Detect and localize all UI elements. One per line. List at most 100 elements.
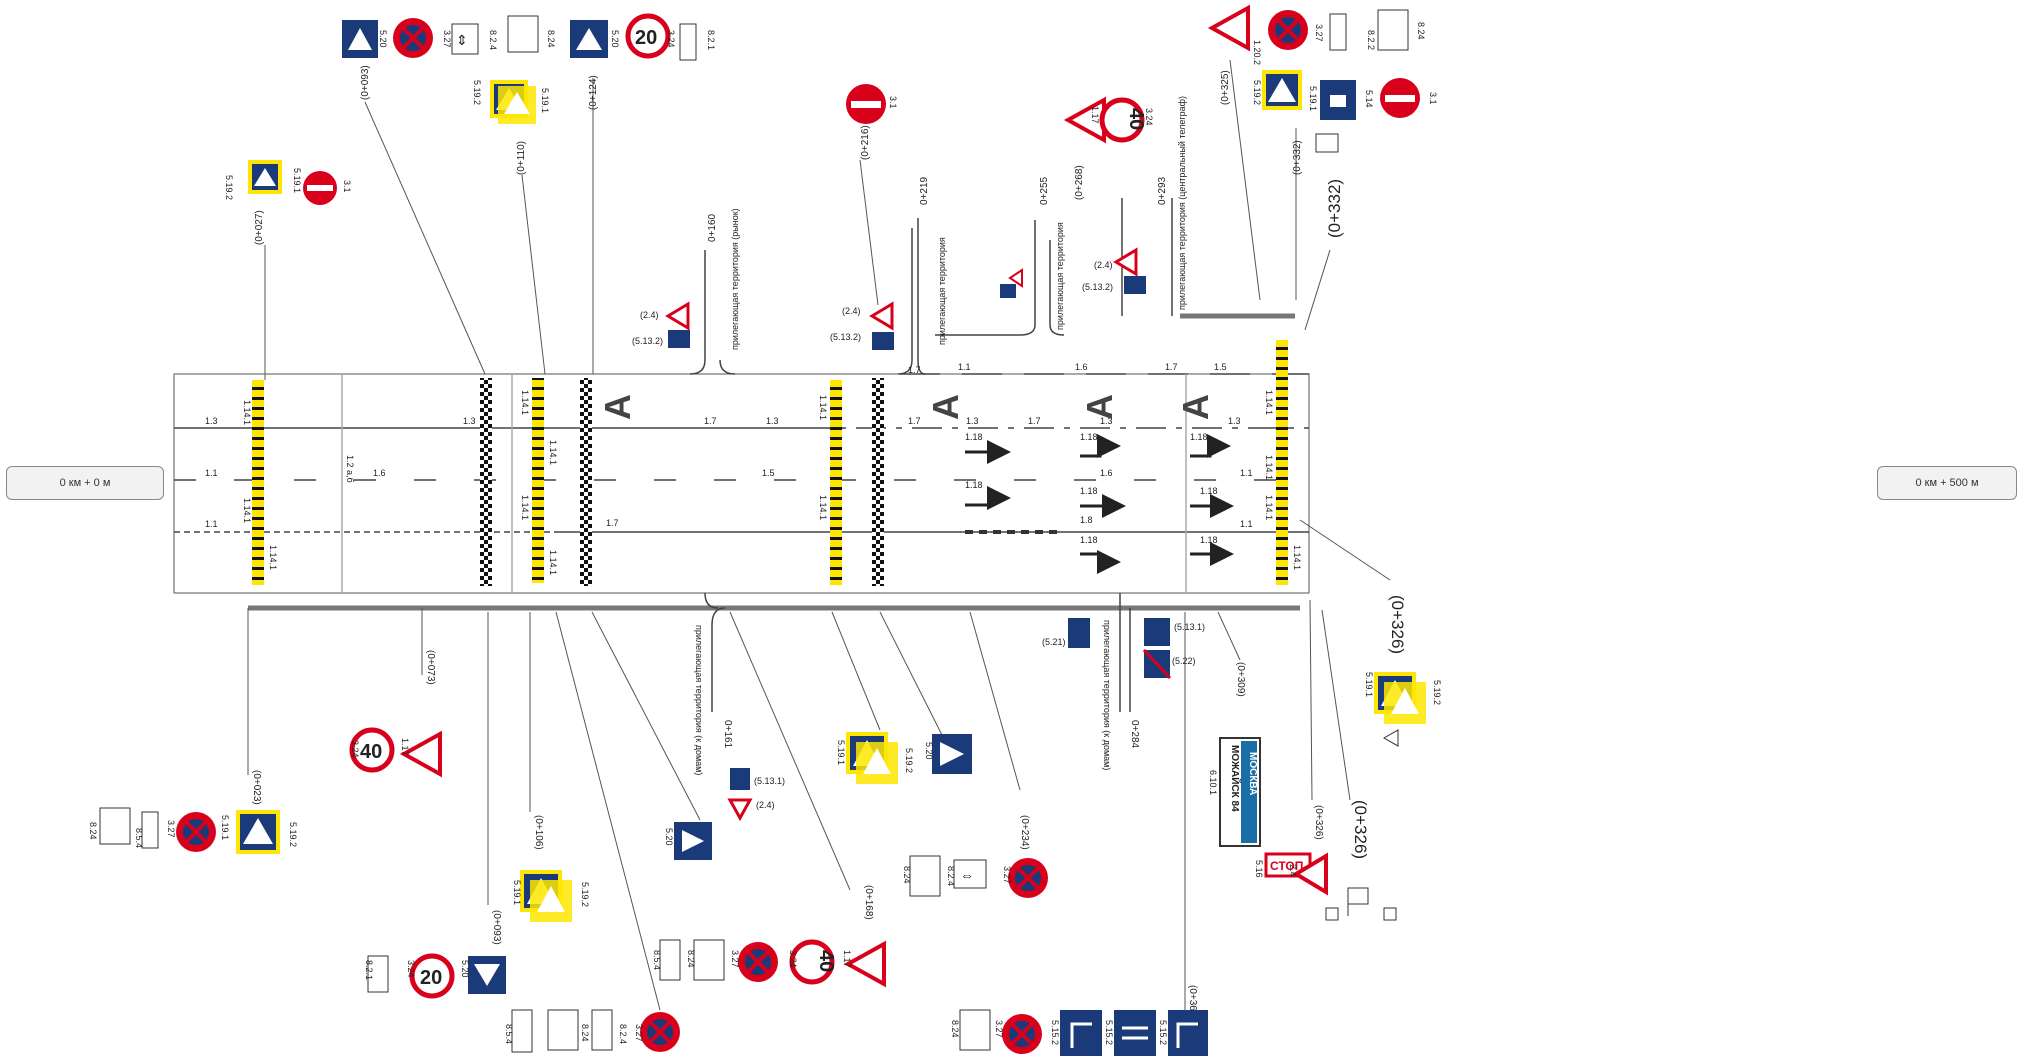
svg-text:5.16: 5.16 [1254,860,1264,878]
chainage-label: 0+293 [1157,176,1168,205]
chainage-label: (0+332) [1292,140,1303,175]
chainage-label: (0+073) [425,650,436,685]
svg-text:2.4: 2.4 [1288,864,1298,877]
checker-2 [580,378,592,586]
zebra-label: 1.14.1 [1264,495,1274,520]
svg-text:3.27: 3.27 [730,950,740,968]
lane-label: 1.18 [1190,432,1208,442]
chainage-bottom: (0+023) (0+073) (0+093) (0+106) 0+161 (0… [251,595,1407,1020]
chainage-label: (0+106) [533,815,544,850]
chainage-label: (0+326) [1388,595,1407,654]
lane-label: 1.18 [1080,486,1098,496]
km-marker-end: 0 км + 500 м [1877,466,2017,500]
svg-text:(5.13.2): (5.13.2) [830,332,861,342]
lane-label: 1.18 [1080,432,1098,442]
lane-label: 1.18 [1080,535,1098,545]
zebra-label: 1.14.1 [548,440,558,465]
svg-text:5.20: 5.20 [610,30,620,48]
zebra-label: 1.14.1 [1264,390,1274,415]
svg-text:⇔: ⇔ [960,867,974,883]
speed-limit-sign-icon [349,727,395,773]
tow-truck-plate-icon [959,1009,991,1051]
svg-text:8.24: 8.24 [88,822,98,840]
territory-label: прилегающая территория [1055,222,1065,330]
chainage-label: (0+325) [1220,70,1231,105]
bus-lane-letters: A A A A [597,394,1216,420]
chainage-label: 0+161 [722,720,733,749]
checker-3 [872,378,884,586]
lane-label: 1.1 [205,468,218,478]
tow-truck-plate-icon [693,939,725,981]
svg-text:5.20: 5.20 [378,30,388,48]
svg-text:МОЖАЙСК 84: МОЖАЙСК 84 [1229,745,1242,812]
zebra-4 [1276,340,1288,585]
sign-group-0093-bottom2: 8.5.4 8.24 8.2.4 3.27 [504,1009,680,1053]
speed-limit-sign-icon [409,953,455,999]
svg-text:6.10.1: 6.10.1 [1208,770,1218,795]
svg-text:3.27: 3.27 [1002,866,1012,884]
svg-text:3.24: 3.24 [406,960,416,978]
tow-truck-plate-icon [507,15,539,53]
lane-label: 1.5 [762,468,775,478]
svg-text:3.24: 3.24 [666,30,676,48]
sign-group-0023: 8.24 3.27 8.5.4 5.19.1 5.19.2 [88,807,298,854]
svg-text:8.24: 8.24 [1416,22,1426,40]
checker-1 [480,378,492,586]
svg-text:8.2.1: 8.2.1 [364,960,374,980]
svg-text:5.19.2: 5.19.2 [1432,680,1442,705]
sign-group-0106: 5.19.1 5.19.2 [512,870,590,922]
chainage-label: (0+023) [251,770,262,805]
svg-text:5.19.2: 5.19.2 [224,175,234,200]
chainage-label: (0+168) [863,885,874,920]
direction-plate-icon [451,23,479,55]
lane-label: 1.5 [1214,362,1227,372]
tow-truck-plate-icon [1377,9,1409,51]
zebra-label: 1.14.1 [520,390,530,415]
sign-group-0027: 5.19.2 5.19.1 3.1 [224,160,352,205]
chainage-label: 0+160 [707,213,718,242]
lane-label: 1.3 [463,416,476,426]
chainage-label: (0+309) [1235,662,1246,697]
svg-text:5.19.1: 5.19.1 [512,880,522,905]
lane-label: 1.7 [606,518,619,528]
svg-text:8.5.4: 8.5.4 [134,828,144,848]
sign-group-0093-top: ⇕ 5.20 3.27 8.2.4 8.24 [342,15,556,58]
direction-arrows [965,434,1234,574]
svg-text:(5.21): (5.21) [1042,637,1066,647]
svg-text:3.24: 3.24 [350,740,360,758]
lane-label: 1.3 [766,416,779,426]
territory-labels: прилегающая территория (рынок) прилегающ… [694,96,1187,775]
hump-warning-icon [843,940,886,988]
svg-text:3.27: 3.27 [442,30,452,48]
svg-text:5.19.1: 5.19.1 [1364,672,1374,697]
sign-group-0326: СТОП 5.16 2.4 [1254,852,1328,896]
territory-label: прилегающая территория (к домам) [694,625,704,775]
lane-label: 1.8 [1080,515,1093,525]
svg-text:5.19.1: 5.19.1 [1308,86,1318,111]
svg-text:5.19.2: 5.19.2 [472,80,482,105]
km-marker-start: 0 км + 0 м [6,466,164,500]
lane-label: 1.2 а,б [345,455,355,483]
speed-limit-sign-icon [789,939,835,985]
svg-text:A: A [597,394,638,420]
speed-limit-sign-icon [625,13,671,59]
svg-text:8.24: 8.24 [902,866,912,884]
lane-label: 1.3 [1100,416,1113,426]
lane-sign-icon [1168,1010,1208,1056]
svg-text:5.19.2: 5.19.2 [904,748,914,773]
lane-label: 1.1 [1240,519,1253,529]
chainage-label: (0+326) [1351,800,1370,859]
sign-group-0161: 5.20 (5.13.1) (2.4) [664,768,785,860]
territory-label: прилегающая территория (рынок) [730,208,740,350]
svg-text:3.27: 3.27 [166,820,176,838]
svg-text:5.20: 5.20 [924,742,934,760]
yield-sign-icon [1292,852,1328,896]
svg-text:(5.13.2): (5.13.2) [1082,282,1113,292]
lane-label: 1.1 [1240,468,1253,478]
traffic-light-icons [1325,887,1397,921]
svg-text:8.2.2: 8.2.2 [1366,30,1376,50]
sign-group-0360: 8.24 3.27 5.15.2 5.15.2 5.15.2 [950,1009,1208,1056]
svg-text:3.1: 3.1 [1428,92,1438,105]
chainage-label: 0+219 [919,176,930,205]
lane-label: 1.6 [1100,468,1113,478]
